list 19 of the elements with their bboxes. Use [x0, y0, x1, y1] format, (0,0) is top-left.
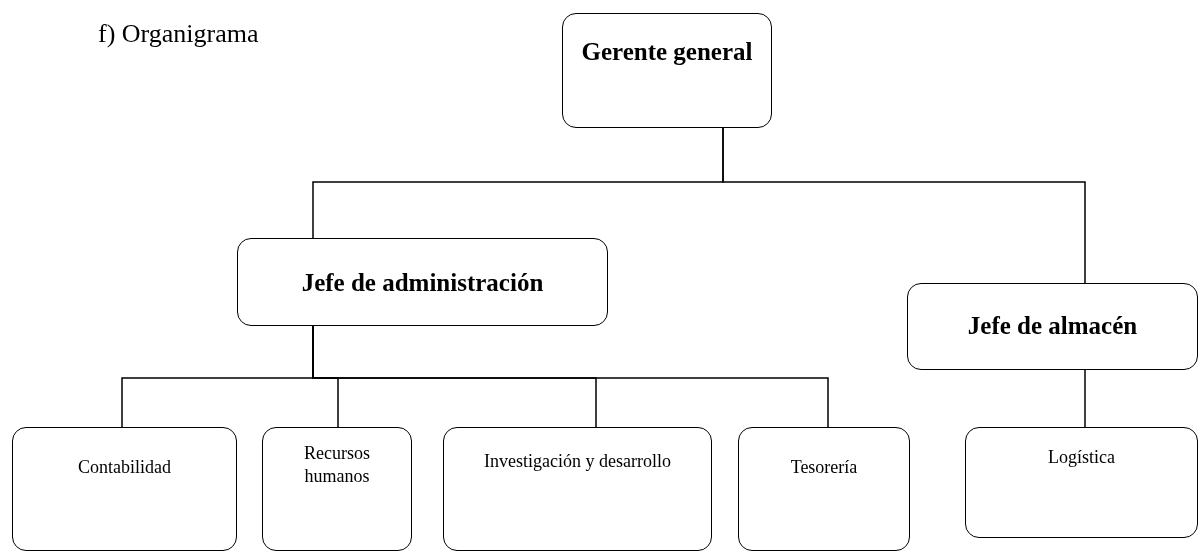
department-name: Contabilidad	[78, 456, 171, 479]
connector-line	[722, 127, 1086, 284]
position-title: Jefe de administración	[301, 268, 544, 298]
connector-line	[1084, 369, 1086, 428]
department-name: Logística	[1048, 446, 1115, 469]
position-box	[907, 283, 1198, 370]
position-title: Gerente general	[581, 37, 753, 67]
position-box	[237, 238, 608, 326]
department-name: Recursos humanos	[303, 442, 371, 487]
department-box	[738, 427, 910, 551]
department-box	[965, 427, 1198, 538]
section-heading: f) Organigrama	[98, 18, 259, 50]
department-box	[262, 427, 412, 551]
position-title: Jefe de almacén	[967, 311, 1138, 341]
department-box	[443, 427, 712, 551]
position-box	[562, 13, 772, 128]
department-name: Tesorería	[790, 456, 858, 479]
department-name: Investigación y desarrollo	[484, 450, 671, 473]
department-box	[12, 427, 237, 551]
